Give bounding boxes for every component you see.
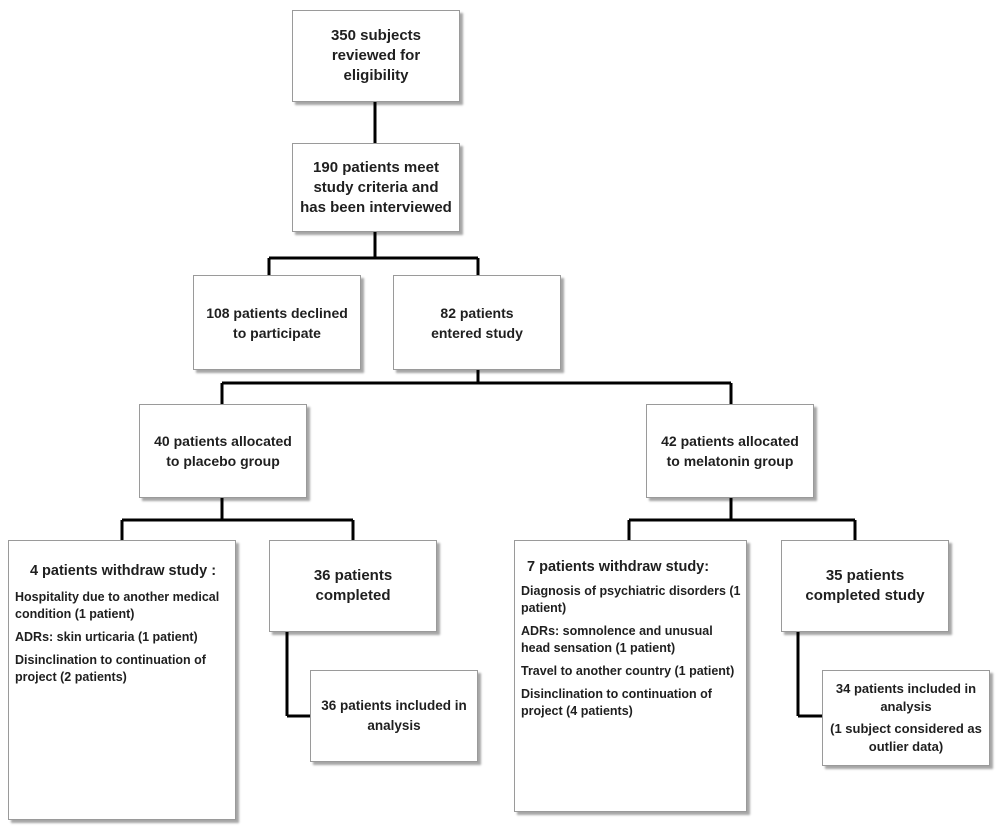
melatonin-withdraw-item: Diagnosis of psychiatric disorders (1 pa… <box>521 584 741 615</box>
box-placebo-completed: 36 patients completed <box>269 540 437 632</box>
box-placebo-analysis-text: 36 patients included in analysis <box>321 698 467 733</box>
box-subjects-reviewed: 350 subjects reviewed for eligibility <box>292 10 460 102</box>
box-melatonin-group: 42 patients allocated to melatonin group <box>646 404 814 498</box>
box-placebo-group: 40 patients allocated to placebo group <box>139 404 307 498</box>
box-entered-study: 82 patients entered study <box>393 275 561 370</box>
box-patients-interviewed-text: 190 patients meet study criteria and has… <box>300 158 452 216</box>
box-melatonin-completed-text: 35 patients completed study <box>805 567 925 604</box>
melatonin-withdraw-item: Travel to another country (1 patient) <box>521 664 735 678</box>
box-subjects-reviewed-text: 350 subjects reviewed for eligibility <box>330 27 422 84</box>
box-declined: 108 patients declined to participate <box>193 275 361 370</box>
box-melatonin-withdraw: 7 patients withdraw study: Diagnosis of … <box>514 540 747 812</box>
box-entered-study-text: 82 patients entered study <box>431 304 523 341</box>
box-placebo-group-text: 40 patients allocated to placebo group <box>154 433 292 469</box>
box-melatonin-analysis-note: (1 subject considered as outlier data) <box>830 721 982 754</box>
box-melatonin-analysis-text: 34 patients included in analysis <box>835 681 977 714</box>
melatonin-withdraw-item: ADRs: somnolence and unusual head sensat… <box>521 624 713 655</box>
box-placebo-completed-text: 36 patients completed <box>313 567 393 604</box>
placebo-withdraw-item: Disinclination to continuation of projec… <box>15 653 206 684</box>
box-melatonin-completed: 35 patients completed study <box>781 540 949 632</box>
box-placebo-analysis: 36 patients included in analysis <box>310 670 478 762</box>
melatonin-withdraw-item: Disinclination to continuation of projec… <box>521 687 712 718</box>
placebo-withdraw-item: Hospitality due to another medical condi… <box>15 590 220 621</box>
box-declined-text: 108 patients declined to participate <box>206 304 348 341</box>
box-patients-interviewed: 190 patients meet study criteria and has… <box>292 143 460 232</box>
melatonin-withdraw-heading: 7 patients withdraw study: <box>527 559 710 575</box>
box-melatonin-analysis: 34 patients included in analysis (1 subj… <box>822 670 990 766</box>
box-placebo-withdraw: 4 patients withdraw study : Hospitality … <box>8 540 236 820</box>
placebo-withdraw-heading: 4 patients withdraw study : <box>29 563 217 579</box>
placebo-withdraw-item: ADRs: skin urticaria (1 patient) <box>15 630 198 644</box>
box-melatonin-group-text: 42 patients allocated to melatonin group <box>661 433 799 469</box>
